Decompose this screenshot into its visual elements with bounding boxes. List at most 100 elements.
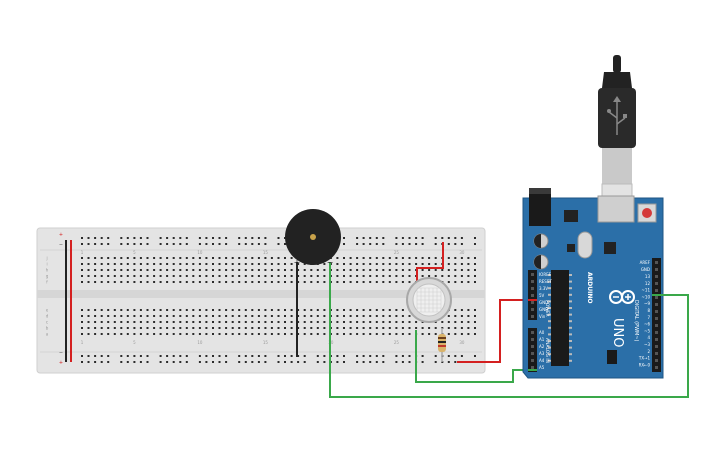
breadboard-hole[interactable]: [454, 333, 457, 335]
breadboard-hole[interactable]: [126, 275, 129, 277]
breadboard-hole[interactable]: [460, 327, 463, 329]
breadboard-hole[interactable]: [362, 269, 365, 271]
breadboard-hole[interactable]: [244, 315, 247, 317]
breadboard-hole[interactable]: [212, 263, 214, 265]
breadboard-hole[interactable]: [323, 333, 326, 335]
breadboard-hole[interactable]: [343, 269, 345, 271]
breadboard-hole[interactable]: [231, 321, 234, 323]
breadboard-hole[interactable]: [198, 355, 201, 357]
breadboard-hole[interactable]: [447, 355, 450, 357]
breadboard-hole[interactable]: [94, 243, 97, 245]
breadboard-hole[interactable]: [179, 237, 182, 239]
breadboard-hole[interactable]: [172, 281, 175, 283]
breadboard-hole[interactable]: [198, 275, 201, 277]
breadboard-hole[interactable]: [146, 309, 149, 311]
breadboard-hole[interactable]: [434, 237, 437, 239]
breadboard-hole[interactable]: [349, 315, 352, 317]
breadboard-hole[interactable]: [474, 257, 476, 259]
breadboard-hole[interactable]: [159, 243, 162, 245]
breadboard-hole[interactable]: [336, 361, 339, 363]
breadboard-hole[interactable]: [94, 355, 97, 357]
breadboard-hole[interactable]: [474, 243, 476, 245]
breadboard-hole[interactable]: [277, 327, 280, 329]
breadboard-hole[interactable]: [225, 263, 228, 265]
breadboard-hole[interactable]: [244, 263, 247, 265]
breadboard-hole[interactable]: [139, 263, 142, 265]
breadboard-hole[interactable]: [133, 321, 136, 323]
breadboard-hole[interactable]: [447, 237, 450, 239]
breadboard-hole[interactable]: [310, 333, 313, 335]
breadboard-hole[interactable]: [297, 275, 300, 277]
breadboard-hole[interactable]: [401, 361, 404, 363]
breadboard-hole[interactable]: [133, 315, 136, 317]
breadboard-hole[interactable]: [257, 355, 260, 357]
breadboard-hole[interactable]: [212, 275, 214, 277]
breadboard-hole[interactable]: [192, 263, 195, 265]
breadboard-hole[interactable]: [153, 281, 156, 283]
breadboard-hole[interactable]: [120, 257, 123, 259]
breadboard-hole[interactable]: [231, 333, 234, 335]
breadboard-hole[interactable]: [100, 275, 103, 277]
breadboard-hole[interactable]: [362, 309, 365, 311]
breadboard-hole[interactable]: [388, 257, 391, 259]
breadboard-hole[interactable]: [153, 315, 156, 317]
breadboard-hole[interactable]: [113, 281, 116, 283]
breadboard-hole[interactable]: [238, 257, 241, 259]
breadboard-hole[interactable]: [382, 243, 385, 245]
breadboard-hole[interactable]: [146, 281, 149, 283]
breadboard-hole[interactable]: [225, 281, 228, 283]
breadboard-hole[interactable]: [277, 269, 280, 271]
breadboard-hole[interactable]: [172, 237, 175, 239]
breadboard-hole[interactable]: [133, 237, 136, 239]
breadboard-hole[interactable]: [179, 361, 182, 363]
breadboard-hole[interactable]: [100, 333, 103, 335]
breadboard-hole[interactable]: [139, 315, 142, 317]
breadboard-hole[interactable]: [421, 237, 424, 239]
breadboard-hole[interactable]: [159, 327, 162, 329]
breadboard-hole[interactable]: [139, 309, 142, 311]
breadboard-hole[interactable]: [454, 355, 457, 357]
breadboard-hole[interactable]: [284, 327, 286, 329]
breadboard-hole[interactable]: [238, 315, 241, 317]
breadboard-hole[interactable]: [401, 257, 404, 259]
breadboard-hole[interactable]: [401, 315, 404, 317]
breadboard-hole[interactable]: [454, 275, 457, 277]
breadboard-hole[interactable]: [81, 243, 83, 245]
breadboard-hole[interactable]: [218, 281, 221, 283]
breadboard-hole[interactable]: [231, 257, 234, 259]
breadboard-hole[interactable]: [421, 243, 424, 245]
breadboard-hole[interactable]: [467, 321, 470, 323]
breadboard-hole[interactable]: [212, 243, 214, 245]
breadboard-hole[interactable]: [166, 333, 169, 335]
breadboard-hole[interactable]: [81, 315, 83, 317]
breadboard-hole[interactable]: [139, 269, 142, 271]
breadboard-hole[interactable]: [113, 315, 116, 317]
breadboard-hole[interactable]: [87, 333, 90, 335]
breadboard-hole[interactable]: [382, 257, 385, 259]
breadboard-hole[interactable]: [382, 281, 385, 283]
breadboard-hole[interactable]: [231, 327, 234, 329]
breadboard-hole[interactable]: [139, 243, 142, 245]
breadboard-hole[interactable]: [408, 275, 411, 277]
breadboard-hole[interactable]: [290, 361, 293, 363]
breadboard-hole[interactable]: [146, 315, 149, 317]
reset-button-cap[interactable]: [642, 208, 652, 218]
breadboard-hole[interactable]: [238, 321, 241, 323]
breadboard-hole[interactable]: [166, 355, 169, 357]
breadboard-hole[interactable]: [192, 321, 195, 323]
breadboard-hole[interactable]: [467, 309, 470, 311]
breadboard-hole[interactable]: [290, 281, 293, 283]
breadboard-hole[interactable]: [146, 333, 149, 335]
breadboard-hole[interactable]: [349, 333, 352, 335]
breadboard-hole[interactable]: [408, 237, 411, 239]
breadboard-hole[interactable]: [257, 237, 260, 239]
breadboard-hole[interactable]: [225, 327, 228, 329]
breadboard-hole[interactable]: [270, 333, 273, 335]
breadboard-hole[interactable]: [166, 361, 169, 363]
breadboard-hole[interactable]: [94, 263, 97, 265]
breadboard-hole[interactable]: [474, 321, 476, 323]
breadboard-hole[interactable]: [388, 269, 391, 271]
breadboard-hole[interactable]: [133, 257, 136, 259]
breadboard-hole[interactable]: [270, 327, 273, 329]
breadboard-hole[interactable]: [375, 333, 378, 335]
